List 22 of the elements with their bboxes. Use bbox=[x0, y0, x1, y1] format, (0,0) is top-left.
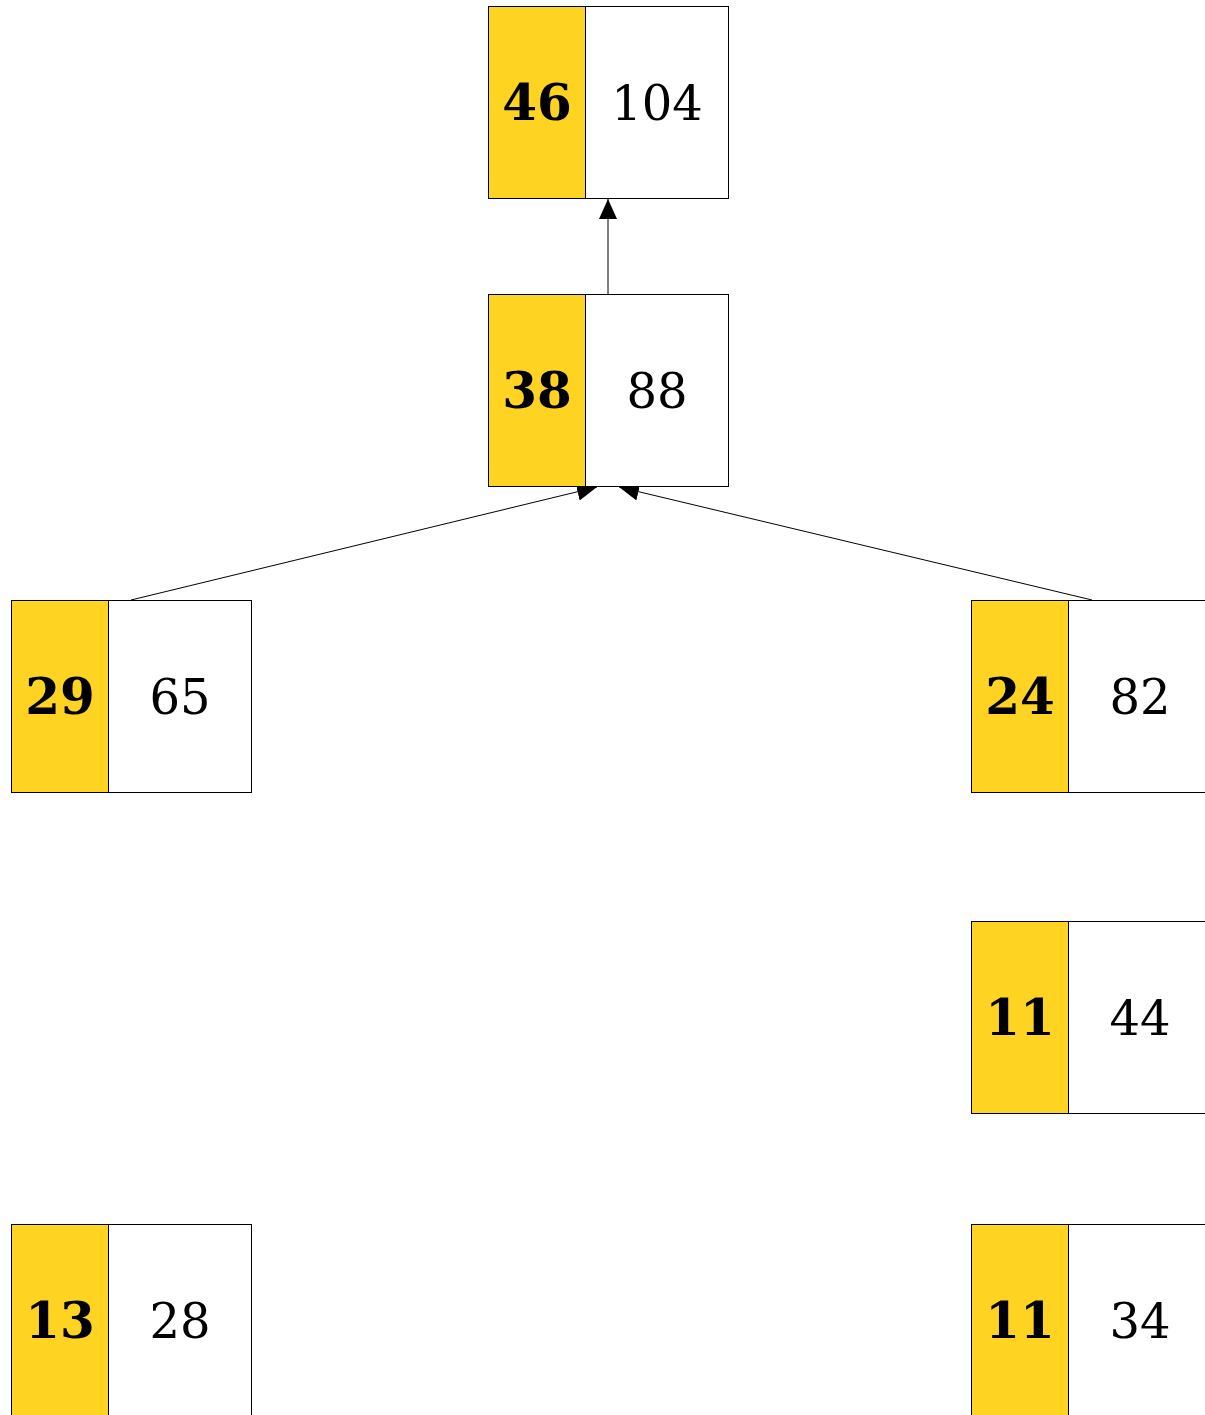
count-cell: 38 bbox=[489, 295, 586, 486]
value-label: 34 bbox=[1109, 1292, 1171, 1349]
node-box bbox=[11, 600, 252, 793]
count-cell: 46 bbox=[489, 7, 586, 198]
count-cell: 24 bbox=[972, 601, 1069, 792]
value-label: 82 bbox=[1109, 668, 1171, 725]
node-box bbox=[971, 1224, 1205, 1415]
node-box bbox=[971, 921, 1205, 1114]
value-label: 28 bbox=[149, 1292, 211, 1349]
count-cell: 29 bbox=[12, 601, 109, 792]
arrow bbox=[599, 198, 617, 295]
value-label: 104 bbox=[611, 74, 703, 131]
value-label: 65 bbox=[149, 668, 211, 725]
count-cell: 13 bbox=[12, 1225, 109, 1415]
value-label: 88 bbox=[626, 362, 688, 419]
value-label: 44 bbox=[1109, 989, 1171, 1046]
node-box bbox=[488, 6, 729, 199]
node-box bbox=[971, 600, 1205, 793]
count-cell: 11 bbox=[972, 1225, 1069, 1415]
node-box bbox=[488, 294, 729, 487]
node-box bbox=[11, 1224, 252, 1415]
count-cell: 11 bbox=[972, 922, 1069, 1113]
